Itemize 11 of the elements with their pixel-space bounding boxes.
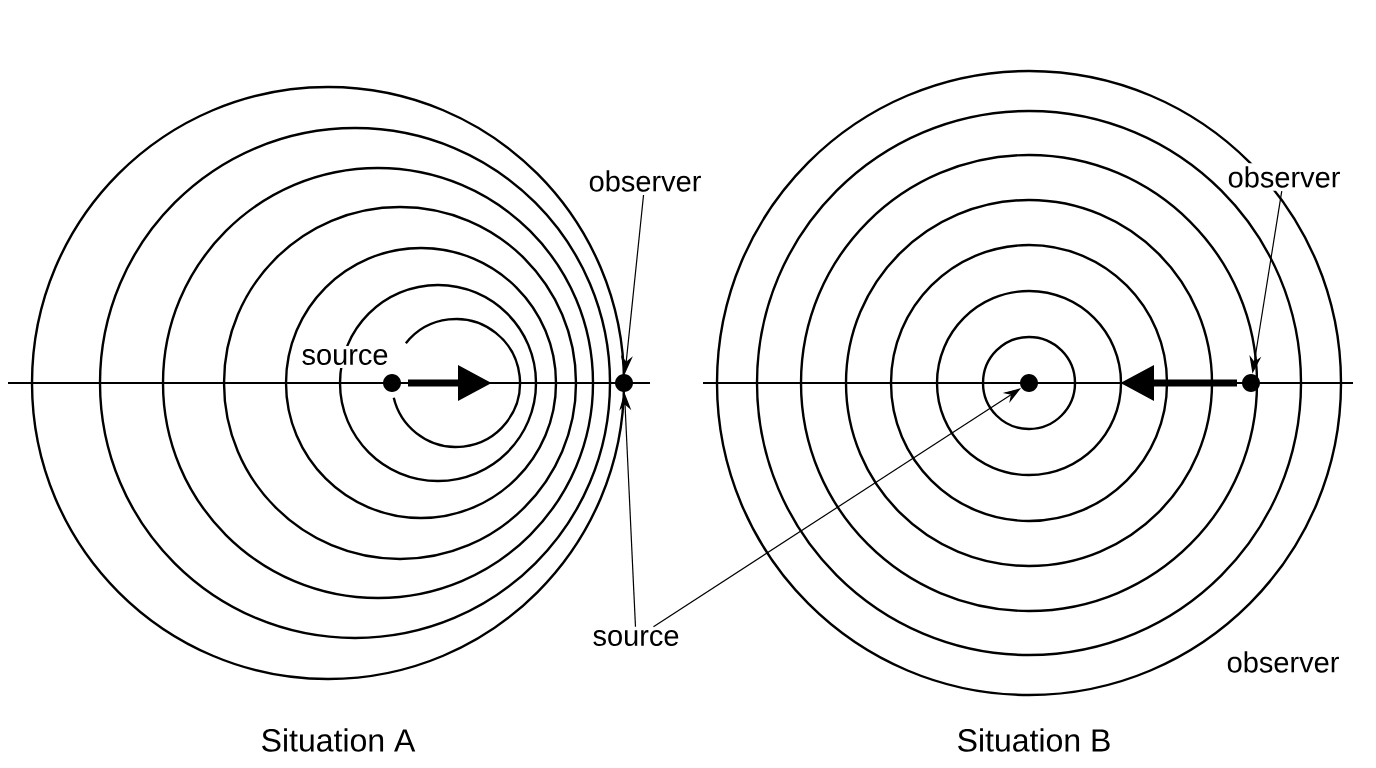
point-label: observer (1227, 651, 1339, 673)
caption: Situation B (958, 728, 1110, 752)
point-dot (1242, 374, 1260, 392)
point-dot (1020, 374, 1038, 392)
point-label: source (298, 346, 392, 368)
point-label: source (589, 627, 683, 649)
point-label: observer (585, 167, 705, 195)
point-label: observer (1224, 163, 1344, 191)
caption: Situation A (262, 728, 416, 752)
point-dot (383, 374, 401, 392)
point-dot (615, 374, 633, 392)
